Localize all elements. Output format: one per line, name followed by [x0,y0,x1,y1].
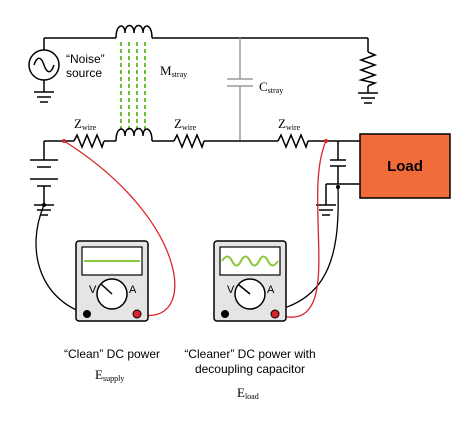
m-stray-label: Mstray [160,63,187,79]
meter-v-label: V [227,284,235,296]
ground-icon [316,204,336,216]
c-stray-main: C [259,79,268,94]
caption-right-line2: decoupling capacitor [194,362,306,376]
meter-trace-wavy [221,255,279,267]
meter-a-label: A [129,284,137,296]
m-stray-main: M [160,63,172,78]
meter-v-label: V [89,284,97,296]
meter-needle [100,283,113,295]
ground-icon [358,92,378,104]
noise-circuit [43,37,369,93]
coupled-inductor-icon [115,127,153,142]
caption-right: “Cleaner” DC power with decoupling capac… [180,347,320,377]
noise-source-label-line1: “Noise” [66,52,105,66]
voltmeter-left: V A [75,240,149,322]
z-wire-label-2: Zwire [174,116,197,132]
e-supply-label: Esupply [95,367,124,383]
wire-resistor-2-icon [173,133,205,150]
z-wire-main: Z [174,116,182,131]
z-wire-main: Z [278,116,286,131]
z-wire-sub: wire [182,123,197,132]
caption-left-line1: “Clean” DC power [63,347,161,361]
meter-needle [238,284,251,295]
z-wire-label-3: Zwire [278,116,301,132]
wire-resistor-1-icon [73,133,105,150]
e-supply-main: E [95,367,103,382]
red-probe-jack-icon [132,309,142,319]
e-supply-sub: supply [102,374,125,383]
z-wire-label-1: Zwire [74,116,97,132]
ground-icon [34,91,54,103]
black-probe-jack-icon [83,310,91,318]
decoupling-capacitor-icon [325,141,360,205]
voltmeter-right: V A [213,240,287,322]
noise-ac-source-icon [28,49,60,81]
load-label: Load [387,158,423,175]
stray-inductance-coupling [120,42,146,132]
e-load-sub: load [244,392,259,401]
c-stray-label: Cstray [259,79,283,95]
caption-right-line1: “Cleaner” DC power with [184,347,316,361]
noise-source-label-line2: source [66,66,102,80]
z-wire-sub: wire [286,123,301,132]
z-wire-sub: wire [82,123,97,132]
stray-capacitor-icon [227,38,253,141]
e-load-main: E [237,385,245,400]
red-probe-jack-icon [270,309,280,319]
noise-resistor-icon [358,51,378,87]
power-line [43,140,360,205]
meter-a-label: A [267,284,275,296]
battery-icon [30,159,58,187]
noise-inductor-icon [115,24,153,39]
black-probe-jack-icon [221,310,229,318]
z-wire-main: Z [74,116,82,131]
m-stray-sub: stray [172,70,188,79]
e-load-label: Eload [237,385,259,401]
wire-resistor-3-icon [277,133,309,150]
load-box [359,133,451,199]
caption-left: “Clean” DC power [42,347,182,362]
c-stray-sub: stray [268,86,284,95]
